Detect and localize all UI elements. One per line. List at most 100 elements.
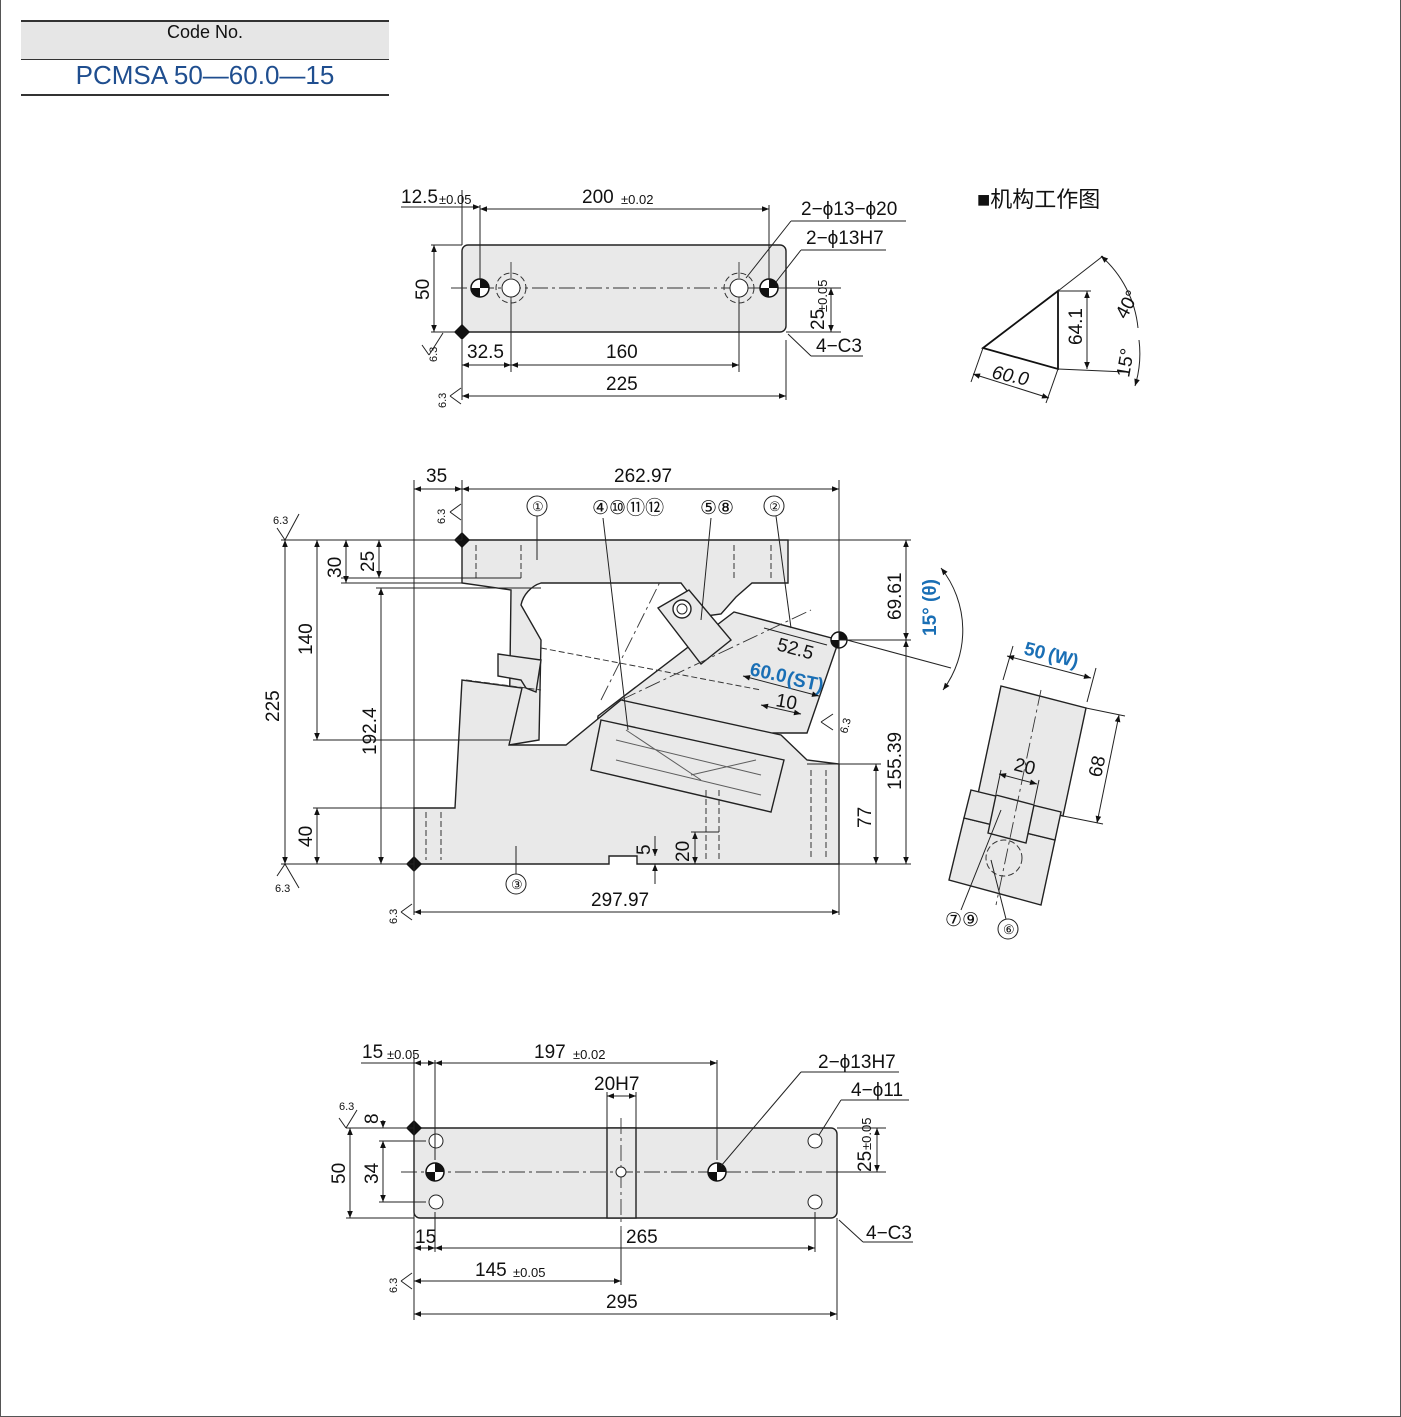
svg-text:6.3: 6.3 bbox=[437, 393, 449, 408]
dim-32-5: 32.5 bbox=[467, 342, 504, 363]
datum-marker bbox=[454, 324, 470, 340]
dim-40deg: 40° bbox=[1112, 287, 1144, 322]
roughness-mark: 6.3 bbox=[275, 863, 300, 895]
dim-10: 10 bbox=[774, 690, 798, 714]
tol-12-5: ±0.05 bbox=[439, 192, 471, 207]
angle-value: 15° bbox=[920, 607, 941, 636]
label-chamfer-bottom: 4−C3 bbox=[866, 1223, 912, 1244]
mechanism-triangle bbox=[981, 289, 1059, 371]
bolt-hole bbox=[807, 1194, 823, 1210]
dim-50-bottom: 50 bbox=[329, 1163, 350, 1184]
dim-140: 140 bbox=[296, 623, 317, 655]
dim-20-front: 20 bbox=[673, 841, 694, 862]
dim-8: 8 bbox=[362, 1113, 383, 1124]
part-number-1: ① bbox=[526, 495, 548, 517]
side-view: 50 (W) 68 20 ⑦⑨ ⑥ bbox=[945, 639, 1126, 940]
tol-145: ±0.05 bbox=[513, 1265, 545, 1280]
dim-155-39: 155.39 bbox=[885, 732, 906, 790]
front-view: 35 262.97 297.97 225 140 40 30 25 192.4 … bbox=[263, 466, 964, 924]
code-value: PCMSA 50—60.0—15 bbox=[21, 60, 389, 96]
dim-295: 295 bbox=[606, 1292, 638, 1313]
dim-25-top: 25 bbox=[808, 309, 829, 330]
roughness-mark: 6.3 bbox=[437, 387, 462, 408]
dim-35: 35 bbox=[426, 466, 447, 487]
dim-64-1: 64.1 bbox=[1066, 308, 1087, 345]
mechanism-title: ■机构工作图 bbox=[977, 187, 1100, 212]
pivot-bolt bbox=[672, 599, 692, 619]
dim-69-61: 69.61 bbox=[885, 572, 906, 620]
dim-192-4: 192.4 bbox=[360, 707, 381, 755]
dim-25-bottom: 25 bbox=[855, 1151, 876, 1172]
svg-text:6.3: 6.3 bbox=[275, 883, 290, 895]
dim-145: 145 bbox=[475, 1260, 507, 1281]
svg-text:①: ① bbox=[532, 499, 544, 514]
part-number-2: ② bbox=[763, 495, 785, 517]
roughness-mark: 6.3 bbox=[421, 332, 444, 362]
dim-15-bottom: 15 bbox=[362, 1042, 383, 1063]
label-dowel-h7: 2−ϕ13H7 bbox=[806, 228, 884, 249]
dim-34: 34 bbox=[362, 1162, 383, 1184]
dim-265: 265 bbox=[626, 1227, 658, 1248]
svg-text:6.3: 6.3 bbox=[388, 909, 400, 924]
code-number-box: Code No. PCMSA 50—60.0—15 bbox=[21, 20, 389, 96]
part-number-3: ③ bbox=[505, 873, 527, 895]
part-number-group-7: ⑦⑨ bbox=[945, 910, 979, 931]
side-key bbox=[987, 794, 1035, 844]
counterbore-hole-left bbox=[501, 278, 521, 298]
dim-15deg: 15° bbox=[1113, 347, 1139, 379]
svg-text:⑥: ⑥ bbox=[1003, 922, 1015, 937]
dim-262-97: 262.97 bbox=[614, 466, 672, 487]
dim-40: 40 bbox=[296, 826, 317, 847]
svg-text:6.3: 6.3 bbox=[339, 1101, 354, 1113]
angle-symbol: (θ) bbox=[920, 579, 941, 602]
label-bolt-hole-11: 4−ϕ11 bbox=[851, 1080, 903, 1101]
dim-225-top: 225 bbox=[606, 374, 638, 395]
tol-15-bottom: ±0.05 bbox=[387, 1047, 419, 1062]
roughness-mark: 6.3 bbox=[820, 713, 854, 735]
label-chamfer-top: 4−C3 bbox=[816, 336, 862, 357]
svg-text:②: ② bbox=[769, 499, 781, 514]
dowel-hole-right bbox=[707, 1162, 727, 1182]
svg-text:6.3: 6.3 bbox=[838, 717, 854, 735]
dim-197: 197 bbox=[534, 1042, 566, 1063]
bolt-hole bbox=[428, 1133, 444, 1149]
svg-text:③: ③ bbox=[511, 877, 523, 892]
roughness-mark: 6.3 bbox=[436, 503, 462, 524]
dowel-hole-left bbox=[425, 1162, 445, 1182]
part-number-group-5: ⑤⑧ bbox=[700, 498, 734, 519]
dim-225-front: 225 bbox=[263, 690, 284, 722]
dim-77: 77 bbox=[855, 807, 876, 828]
dowel-hole-right bbox=[759, 278, 779, 298]
tol-25-bottom: ±0.05 bbox=[859, 1118, 874, 1150]
dim-20h7: 20H7 bbox=[594, 1074, 639, 1095]
roughness-mark: 6.3 bbox=[273, 513, 300, 541]
label-counterbore: 2−ϕ13−ϕ20 bbox=[801, 199, 897, 220]
tol-200: ±0.02 bbox=[621, 192, 653, 207]
top-view: 12.5 ±0.05 200 ±0.02 50 25 ±0.05 32.5 16… bbox=[401, 187, 906, 408]
dim-68: 68 bbox=[1085, 754, 1110, 779]
dim-30: 30 bbox=[325, 557, 346, 578]
dim-297-97: 297.97 bbox=[591, 890, 649, 911]
tol-25-top: ±0.05 bbox=[815, 280, 830, 312]
dim-160: 160 bbox=[606, 342, 638, 363]
tol-197: ±0.02 bbox=[573, 1047, 605, 1062]
upper-block bbox=[461, 539, 789, 746]
mechanism-diagram: ■机构工作图 64.1 40° 15° 60.0 bbox=[970, 187, 1144, 404]
retainer-plate bbox=[497, 653, 542, 693]
dim-200: 200 bbox=[582, 187, 614, 208]
dim-12-5: 12.5 bbox=[401, 187, 438, 208]
bolt-hole bbox=[807, 1133, 823, 1149]
roughness-mark: 6.3 bbox=[338, 1101, 358, 1129]
dim-20-side: 20 bbox=[1012, 754, 1038, 779]
part-number-6: ⑥ bbox=[997, 918, 1019, 940]
part-number-group-4: ④⑩⑪⑫ bbox=[592, 497, 664, 519]
svg-text:6.3: 6.3 bbox=[436, 509, 448, 524]
counterbore-hole-right bbox=[729, 278, 749, 298]
dim-25-front: 25 bbox=[358, 551, 379, 572]
dim-15b: 15 bbox=[415, 1227, 436, 1248]
width-symbol: (W) bbox=[1046, 645, 1081, 673]
dowel-hole-left bbox=[470, 278, 490, 298]
bolt-hole bbox=[428, 1194, 444, 1210]
